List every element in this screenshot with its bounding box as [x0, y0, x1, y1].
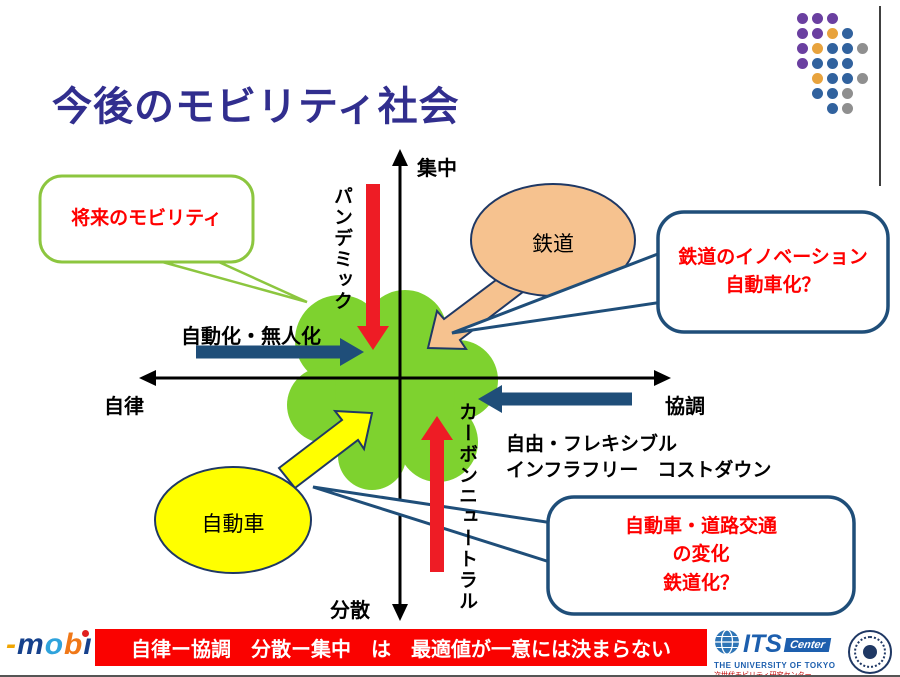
decorative-dot	[812, 73, 823, 84]
its-logo-university: THE UNIVERSITY OF TOKYO	[714, 661, 836, 670]
car-node	[154, 466, 312, 574]
car-callout: 自動車・道路交通 の変化 鉄道化？	[548, 497, 854, 614]
future-callout-text: 将来のモビリティ	[71, 207, 222, 229]
mobi-logo: -mobı	[6, 628, 93, 662]
car-callout-line3: 鉄道化？	[662, 572, 739, 594]
axis-arrowhead-top	[392, 149, 408, 166]
decorative-dot	[842, 28, 853, 39]
axis-arrowhead-right	[654, 370, 671, 386]
rail-callout: 鉄道のイノベーション 自動車化？	[658, 212, 888, 332]
future-callout: 将来のモビリティ	[40, 176, 253, 262]
flexible-label-line1: 自由・フレキシブル	[506, 434, 678, 455]
globe-icon	[714, 629, 740, 660]
dot-grid-decoration	[797, 13, 887, 123]
decorative-dot	[797, 28, 808, 39]
its-center-logo: ITS Center THE UNIVERSITY OF TOKYO 次世代モビ…	[714, 629, 842, 677]
automation-label: 自動化・無人化	[181, 326, 321, 348]
car-node-label: 自動車	[201, 513, 265, 536]
decorative-dot	[812, 28, 823, 39]
bottom-banner: 自律ー協調 分散ー集中 は 最適値が一意には決まらない	[95, 629, 707, 666]
car-callout-line2: の変化	[672, 544, 730, 566]
car-to-cloud-arrow	[277, 409, 374, 490]
mobi-logo-letter: b	[64, 628, 84, 661]
axis-label-top: 集中	[417, 158, 457, 180]
axis-arrowhead-left	[139, 370, 156, 386]
its-logo-title: ITS	[743, 630, 782, 658]
rail-callout-line1: 鉄道のイノベーション	[678, 246, 868, 268]
flexible-arrow	[478, 385, 632, 413]
decorative-dot	[842, 73, 853, 84]
decorative-dot	[797, 43, 808, 54]
rail-callout-box	[656, 210, 890, 334]
decorative-dot	[797, 13, 808, 24]
decorative-dot	[842, 88, 853, 99]
pandemic-arrow	[357, 184, 389, 350]
axis-arrowhead-bottom	[392, 604, 408, 621]
decorative-dot	[812, 43, 823, 54]
decorative-dot	[827, 103, 838, 114]
axis-label-bottom: 分散	[330, 600, 370, 622]
axis-label-left: 自律	[104, 396, 144, 418]
bottom-banner-text: 自律ー協調 分散ー集中 は 最適値が一意には決まらない	[131, 639, 671, 661]
decorative-dot	[842, 58, 853, 69]
axis-label-right: 協調	[665, 396, 705, 418]
decorative-dot	[812, 13, 823, 24]
its-logo-subtitle: Center	[783, 637, 831, 652]
decorative-dot	[857, 43, 868, 54]
rail-callout-line2: 自動車化？	[725, 275, 821, 296]
mobi-logo-letters: -mobı	[6, 628, 93, 661]
decorative-dot	[827, 73, 838, 84]
decorative-dot	[812, 88, 823, 99]
mobi-logo-letter: m	[17, 628, 45, 661]
pandemic-label: パンデミック	[331, 186, 352, 312]
future-callout-tail	[147, 256, 308, 304]
mobi-logo-letter: o	[44, 628, 65, 661]
university-seal-logo	[848, 630, 892, 674]
mobi-logo-letter: ı	[83, 628, 93, 661]
carbon-neutral-label: カーボンニュートラル	[456, 402, 477, 612]
automation-arrow	[196, 338, 364, 366]
decorative-dot	[827, 88, 838, 99]
page-title: 今後のモビリティ社会	[52, 85, 460, 129]
its-logo-department: 次世代モビリティ研究センター	[714, 672, 812, 677]
vertical-divider-line	[879, 6, 881, 186]
rail-node-label: 鉄道	[532, 233, 574, 256]
decorative-dot	[842, 43, 853, 54]
decorative-dot	[812, 58, 823, 69]
car-callout-line1: 自動車・道路交通	[624, 515, 777, 537]
decorative-dot	[827, 13, 838, 24]
axes	[139, 149, 671, 621]
decorative-dot	[842, 103, 853, 114]
mobi-logo-dot	[82, 630, 89, 637]
decorative-dot	[827, 58, 838, 69]
decorative-dot	[827, 28, 838, 39]
car-callout-box	[546, 495, 856, 616]
carbon-neutral-arrow	[421, 416, 453, 572]
flexible-label-line2: インフラフリー コストダウン	[506, 460, 772, 481]
mobi-logo-letter: -	[6, 628, 17, 661]
decorative-dot	[797, 58, 808, 69]
decorative-dot	[857, 73, 868, 84]
decorative-dot	[827, 43, 838, 54]
future-callout-box	[38, 174, 255, 264]
